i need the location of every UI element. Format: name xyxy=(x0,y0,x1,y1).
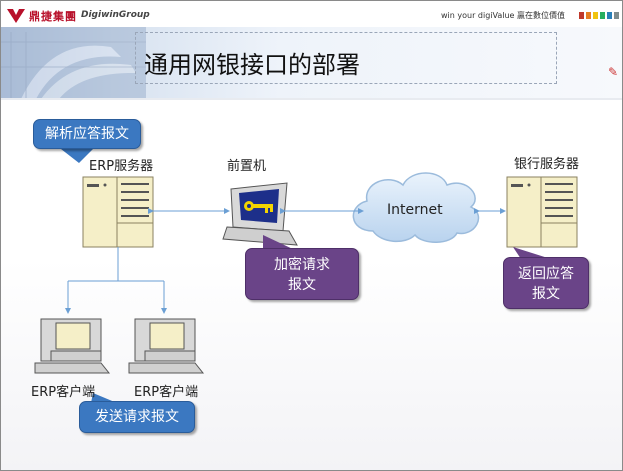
internet-cloud-icon xyxy=(352,172,480,243)
color-square xyxy=(586,12,591,19)
color-square xyxy=(600,12,605,19)
callout-text: 返回应答 xyxy=(518,266,574,282)
callout-tail xyxy=(91,393,117,403)
connector-erp-clients xyxy=(65,247,167,314)
callout-parse-response: 解析应答报文 xyxy=(33,119,141,149)
callout-send-request: 发送请求报文 xyxy=(79,401,195,433)
banner-divider xyxy=(1,98,622,100)
top-bar xyxy=(1,1,622,29)
erp-client-icon xyxy=(34,318,111,374)
erp-server-label: ERP服务器 xyxy=(89,159,154,174)
notes-icon[interactable]: ✎ xyxy=(608,65,619,79)
logo-english-text: DigiwinGroup xyxy=(81,10,150,20)
callout-tail xyxy=(263,235,297,251)
erp-client-label: ERP客户端 xyxy=(31,385,96,400)
building-photo-icon xyxy=(1,27,146,99)
callout-text: 报文 xyxy=(288,277,316,293)
front-machine-label: 前置机 xyxy=(227,159,267,174)
title-placeholder-frame[interactable] xyxy=(135,32,557,84)
color-square xyxy=(607,12,612,19)
bank-server-label: 银行服务器 xyxy=(514,157,580,172)
erp-server-icon xyxy=(82,176,154,248)
front-machine-icon xyxy=(222,182,298,246)
company-logo-icon xyxy=(7,9,25,23)
callout-text: 解析应答报文 xyxy=(45,126,129,142)
slogan: win your digiValue 贏在數位價值 xyxy=(441,11,566,20)
color-square xyxy=(614,12,619,19)
callout-text: 加密请求 xyxy=(274,257,330,273)
callout-text: 发送请求报文 xyxy=(95,409,179,425)
color-square xyxy=(579,12,584,19)
color-squares xyxy=(579,12,619,19)
color-square xyxy=(593,12,598,19)
callout-tail xyxy=(61,149,93,163)
internet-label: Internet xyxy=(387,202,443,218)
erp-client-icon xyxy=(128,318,205,374)
callout-tail xyxy=(513,247,551,259)
callout-encrypt-request: 加密请求 报文 xyxy=(245,248,359,300)
logo-chinese-text: 鼎捷集團 xyxy=(29,10,77,23)
page-title: 通用网银接口的部署 xyxy=(144,51,360,79)
erp-client-label: ERP客户端 xyxy=(134,385,199,400)
callout-text: 报文 xyxy=(532,286,560,302)
bank-server-icon xyxy=(506,176,578,248)
callout-return-response: 返回应答 报文 xyxy=(503,257,589,309)
